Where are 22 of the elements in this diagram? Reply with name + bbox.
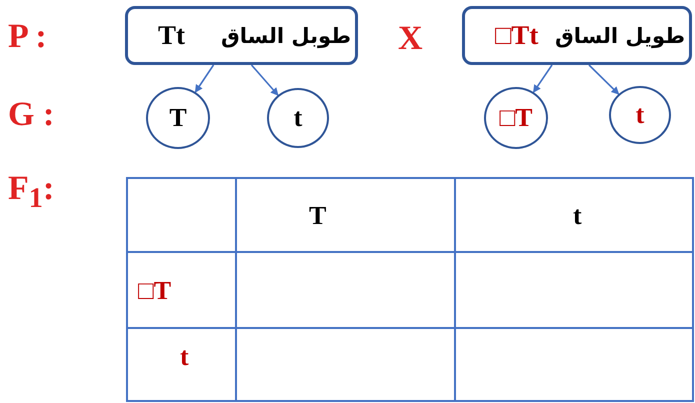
arrow (250, 64, 279, 96)
arrow (588, 64, 620, 95)
table-header: t (180, 344, 189, 370)
table-header: □T (138, 278, 172, 304)
gamete-circle: □T (484, 87, 548, 149)
row-label: G : (8, 98, 54, 132)
gamete-circle: T (146, 87, 210, 149)
gamete-circle: t (609, 86, 671, 144)
table-header: T (309, 203, 326, 229)
trait-text: طويل الساق (555, 24, 685, 48)
genotype-text: □Tt (495, 20, 538, 51)
row-label: F$_{1}$: (8, 172, 54, 214)
cross-sign: X (398, 22, 423, 56)
gamete-circle: t (267, 88, 329, 148)
genotype-text: Tt (158, 20, 185, 51)
table-header: t (573, 203, 582, 229)
text-box (125, 6, 358, 65)
arrow (532, 64, 553, 93)
arrow (194, 64, 214, 93)
trait-text: طوبل الساق (221, 24, 351, 48)
row-label: P : (8, 20, 47, 54)
text-box (462, 6, 692, 65)
